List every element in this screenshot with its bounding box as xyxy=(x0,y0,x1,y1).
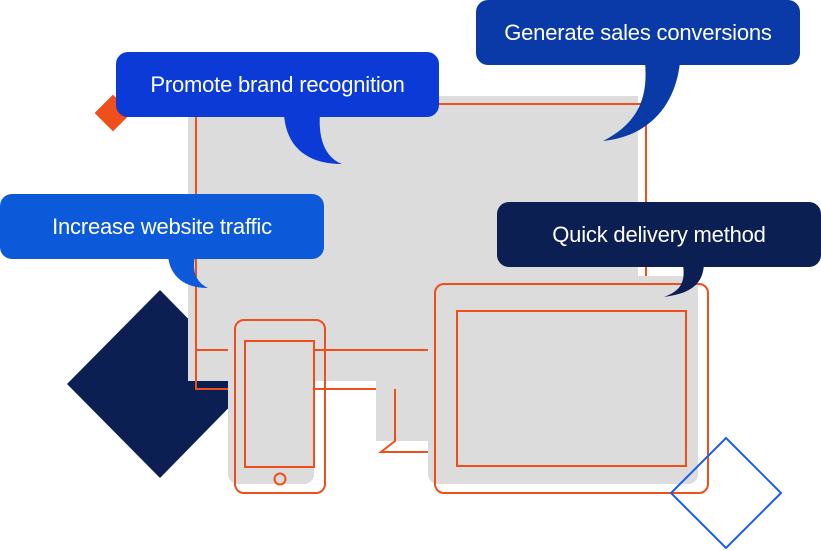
callout-quick-delivery: Quick delivery method xyxy=(497,202,821,267)
callout-delivery-text: Quick delivery method xyxy=(552,221,766,247)
blue-outline-diamond-decoration xyxy=(669,436,783,550)
tablet-icon xyxy=(428,276,709,494)
traffic-bubble-tail xyxy=(168,256,208,288)
delivery-bubble-tail xyxy=(664,264,704,297)
brand-bubble-tail xyxy=(284,114,342,164)
callout-brand-recognition: Promote brand recognition xyxy=(116,52,439,117)
smartphone-icon xyxy=(228,312,326,494)
callout-website-traffic: Increase website traffic xyxy=(0,194,324,259)
sales-bubble-tail xyxy=(603,62,680,141)
callout-brand-text: Promote brand recognition xyxy=(150,71,405,97)
callout-sales-conversions: Generate sales conversions xyxy=(476,0,800,65)
callout-sales-text: Generate sales conversions xyxy=(504,19,772,45)
callout-traffic-text: Increase website traffic xyxy=(52,213,272,239)
